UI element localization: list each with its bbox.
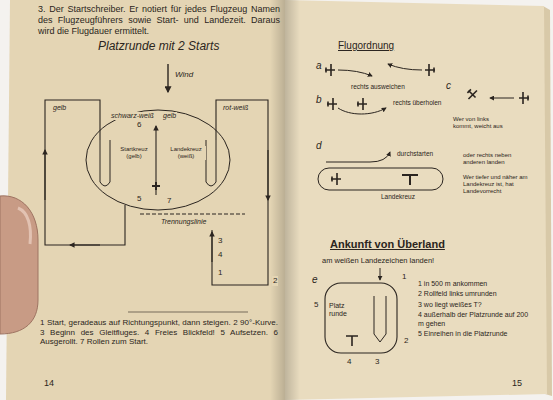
outline-shape: [324, 282, 398, 354]
callout-number: 2: [403, 336, 409, 346]
airplane-symbol: [325, 64, 335, 76]
callout-number: 6: [136, 120, 142, 130]
instruction-note: am weißen Landezeichen landen!: [322, 256, 434, 265]
callout-number: 5: [313, 300, 319, 310]
landing-hairpin: [100, 140, 110, 186]
landing-hairpin: [374, 296, 386, 342]
rule-letter: a: [316, 60, 322, 72]
rule-note: Wer tiefer und näher am Landekreuz ist, …: [462, 174, 534, 196]
callout-number: 1: [217, 268, 223, 278]
callout-number: 1: [401, 272, 407, 282]
separation-line: [140, 214, 245, 215]
rule-letter: c: [446, 80, 451, 92]
flight-path: [338, 70, 372, 76]
wind-label: Wind: [175, 70, 193, 80]
callout-number: 2: [272, 276, 278, 286]
marker-label: Startkreuz (gelb): [114, 146, 154, 160]
thumbnail: [18, 208, 31, 244]
callout-number: 4: [346, 357, 352, 367]
rule-letter: d: [316, 140, 322, 152]
rule-note: rechts überholen: [392, 99, 442, 107]
thumb: [0, 196, 38, 334]
circuit-line: [325, 283, 397, 353]
airplane-symbol: [331, 173, 341, 185]
field-outline: [86, 110, 230, 210]
airplane-symbol: [357, 98, 367, 110]
left-page: [6, 0, 285, 400]
circuit-arrow: [267, 150, 268, 200]
callout-number: 3: [217, 236, 223, 246]
legend-item: 2 Rollfeld links umrunden: [418, 290, 530, 298]
gutter-shadow: [270, 0, 300, 400]
airplane-symbol: [327, 98, 337, 110]
figure-caption: 1 Start, geradeaus auf Richtungspunkt, d…: [40, 318, 278, 347]
circuit-outline: Platz runde: [324, 282, 398, 354]
go-around-path: [326, 152, 390, 162]
legend-item: 4 außerhalb der Platzrunde auf 200 m geh…: [418, 311, 530, 328]
circuit-arrow: [70, 244, 100, 245]
legend-item: 3 wo liegt weißes T?: [418, 301, 530, 309]
wind-arrow: [167, 64, 168, 92]
color-label: rot-weiß: [222, 104, 249, 112]
circuit-arrow: [211, 232, 212, 262]
page-number: 15: [512, 378, 522, 389]
start-cross: [152, 182, 160, 190]
legend-item: 5 Einreihen in die Platzrunde: [418, 330, 530, 338]
page-number: 14: [44, 378, 54, 389]
color-label: gelb: [162, 112, 177, 120]
callout-number: 7: [166, 196, 172, 206]
body-paragraph: 3. Der Startschreiber. Er notiert für je…: [38, 4, 280, 36]
landing-hairpin: [206, 140, 216, 186]
color-label: gelb: [52, 104, 67, 112]
airplane-symbol: [425, 64, 435, 76]
rule-note: Landekreuz: [380, 193, 416, 201]
callout-number: 3: [374, 357, 380, 367]
rule-note: Wer von links kommt, weicht aus: [452, 116, 510, 130]
section-title: Flugordnung: [338, 40, 394, 52]
marker-label: Landekreuz (weiß): [166, 146, 206, 160]
flight-path: [388, 64, 422, 70]
figure-title: Platzrunde mit 2 Starts: [98, 39, 219, 53]
rule-letter: e: [312, 274, 318, 286]
rule-letter: b: [316, 94, 322, 106]
rule: [128, 312, 248, 313]
airplane-symbol: [519, 92, 529, 104]
runway-outline: [318, 168, 443, 190]
rule-note: rechts ausweichen: [350, 83, 406, 91]
airplane-symbol: [464, 86, 480, 102]
rule-note: durchstarten: [396, 150, 434, 158]
callout-number: 4: [217, 250, 223, 260]
rule-note: oder rechts neben anderen landen: [462, 152, 528, 166]
landing-t: [346, 336, 358, 346]
node-label: Platz runde: [329, 282, 357, 319]
callout-number: 5: [136, 194, 142, 204]
legend-item: 1 in 500 m ankommen: [418, 280, 530, 288]
approach-arrow: [380, 268, 381, 280]
circuit-arrow: [44, 150, 45, 200]
left-circuit: [45, 100, 125, 245]
right-page: [285, 0, 547, 400]
line-label: Trennungslinie: [160, 218, 207, 226]
right-circuit: [212, 100, 268, 285]
section-title: Ankunft von Überland: [330, 238, 445, 251]
flight-path: [338, 108, 386, 114]
flight-path: [490, 98, 514, 99]
landing-t: [402, 175, 418, 185]
color-label: schwarz-weiß: [110, 112, 155, 120]
